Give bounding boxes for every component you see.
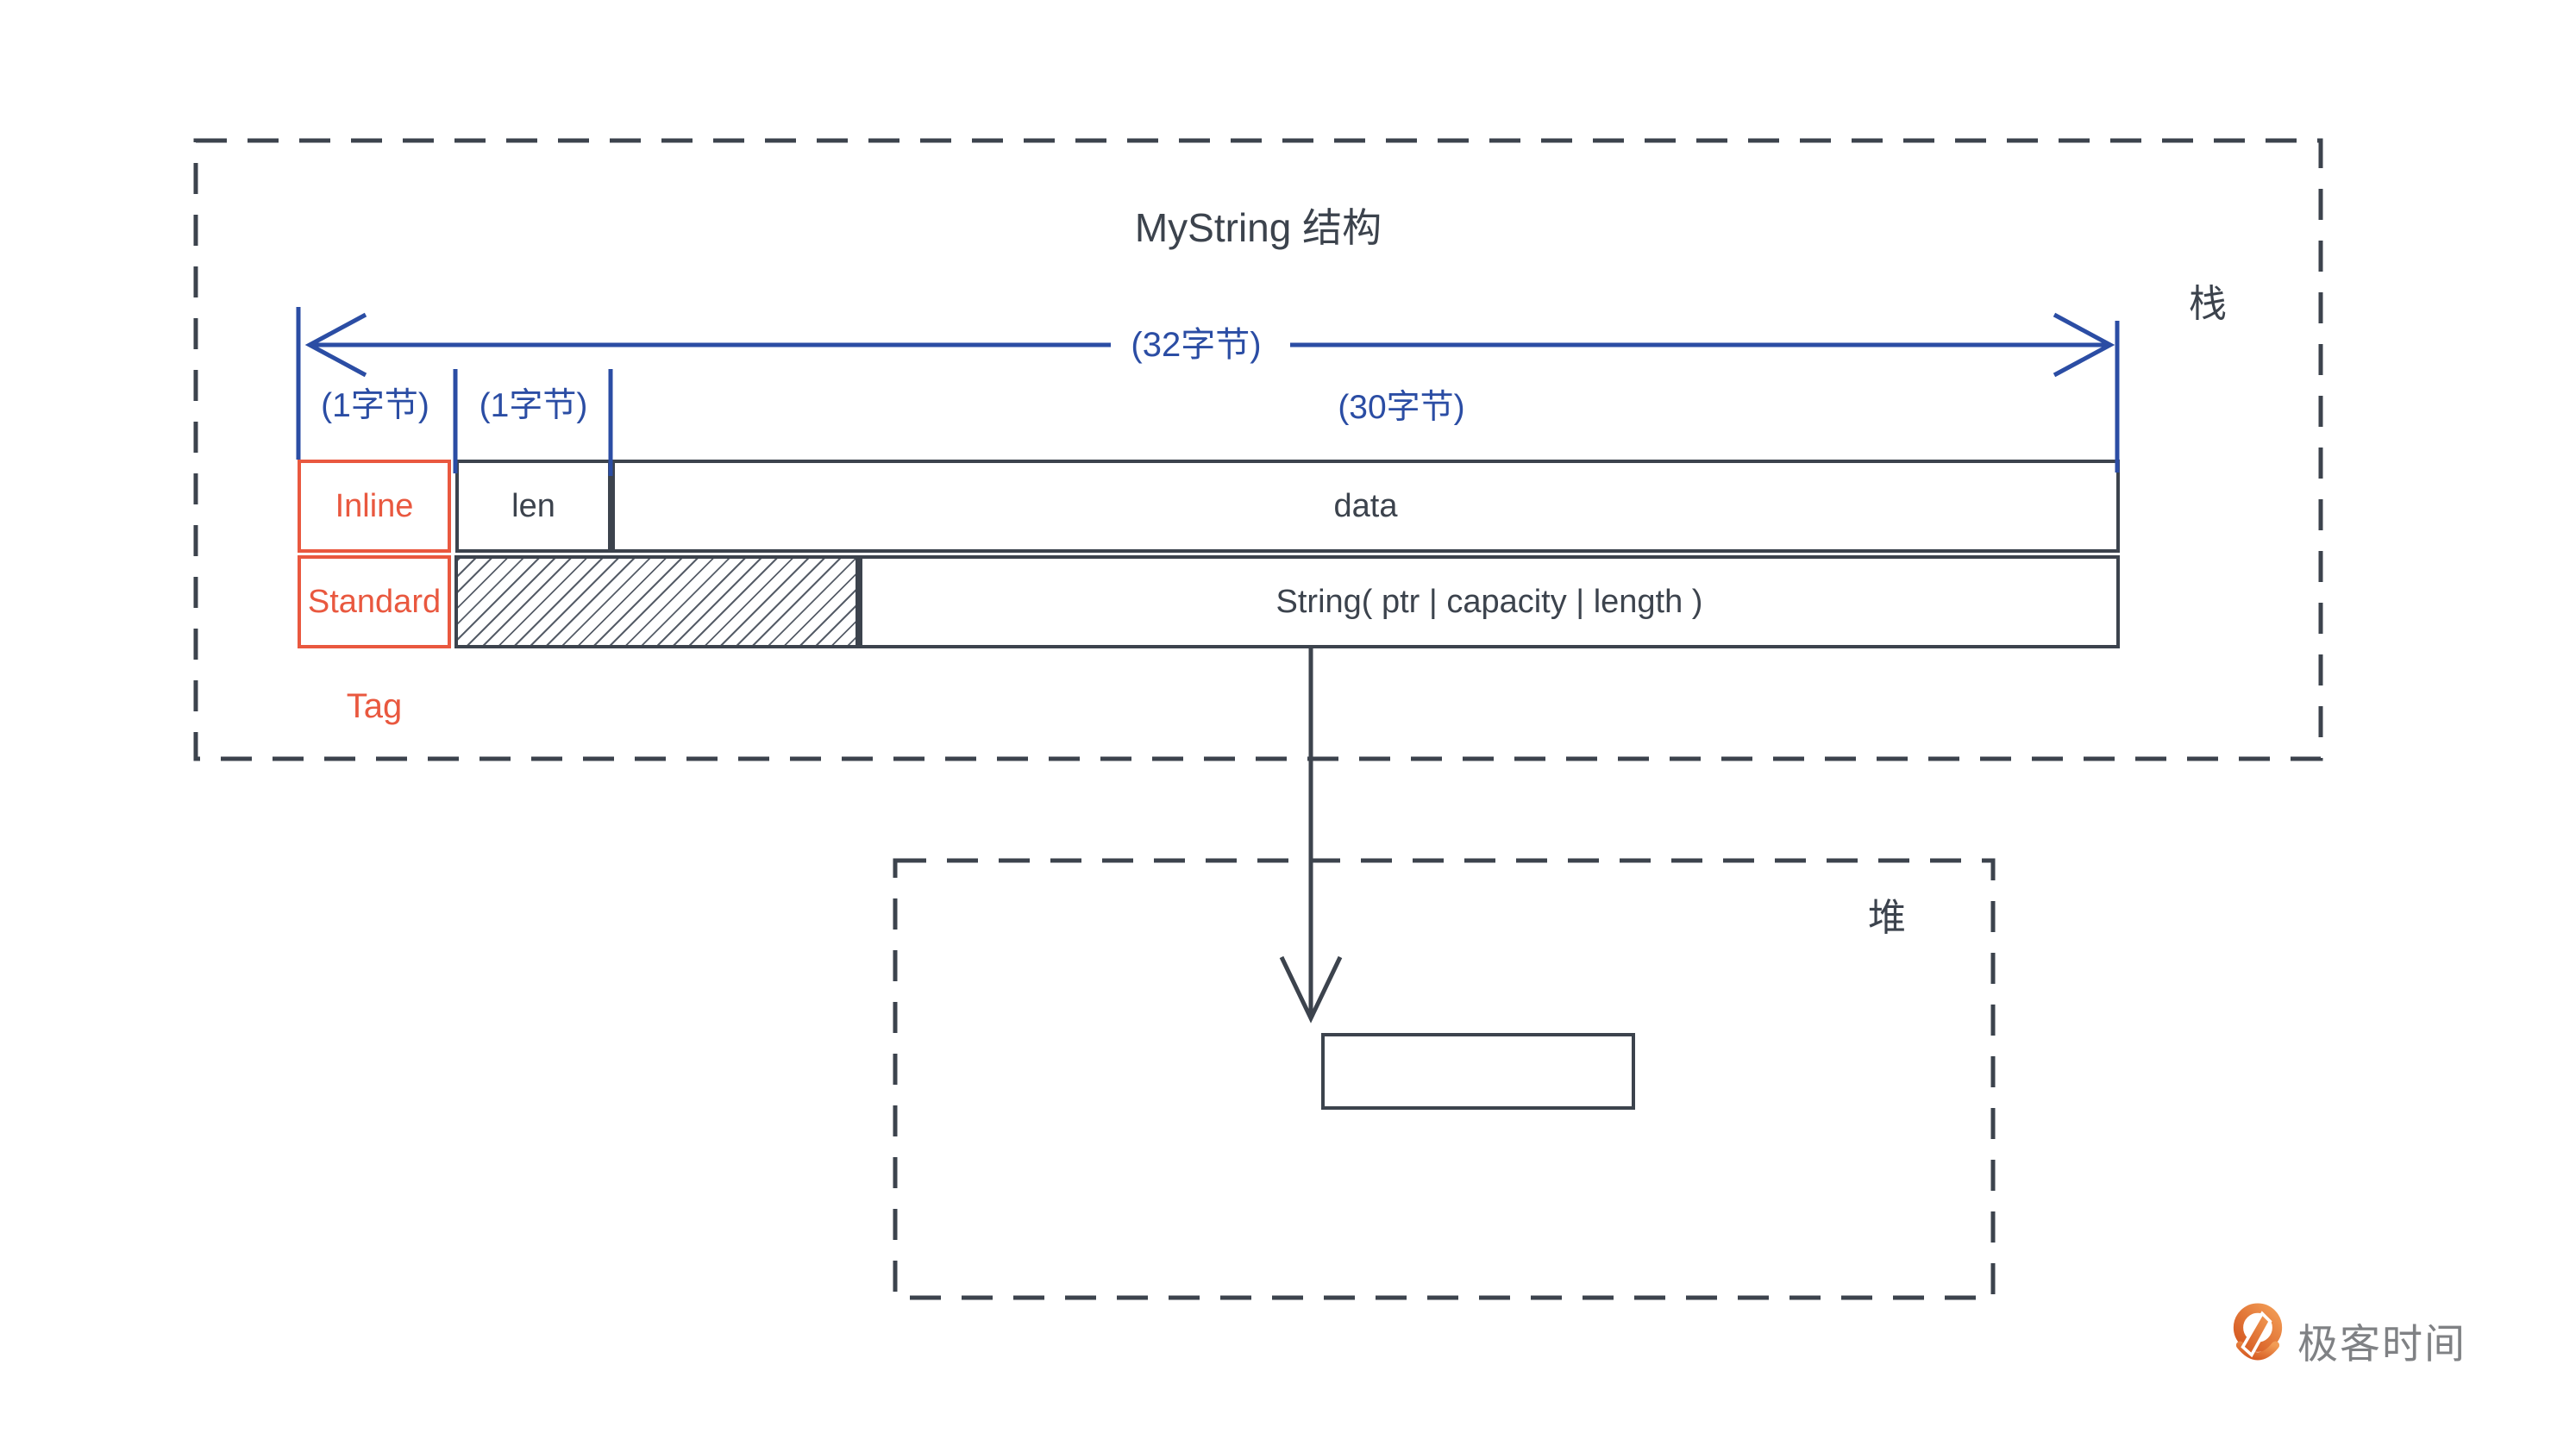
inline-data-cell: data [611,460,2120,553]
inline-tag-cell: Inline [298,460,451,553]
geektime-logo-text: 极客时间 [2297,1320,2466,1367]
arrowhead-left [304,312,367,378]
tag-column-label: Tag [346,687,403,725]
tag-byte-label: (1字节) [321,387,429,424]
standard-padding-cell [454,555,859,648]
standard-string-cell: String( ptr | capacity | length ) [859,555,2120,648]
arrowhead-down [1279,955,1343,1023]
diagram-title: MyString 结构 [1134,205,1382,250]
total-bytes-label: (32字节) [1131,326,1262,364]
len-byte-label: (1字节) [479,387,588,424]
arrowhead-right [2053,312,2115,378]
heap-region-label: 堆 [1868,897,1906,939]
standard-tag-cell: Standard [298,555,451,648]
geektime-pin-icon [2233,1303,2283,1361]
pointer-arrow [1279,648,1343,1023]
data-bytes-label: (30字节) [1338,389,1465,426]
geektime-logo: 极客时间 [2230,1302,2466,1378]
stack-region-label: 栈 [2189,283,2227,325]
inline-len-cell: len [455,460,611,553]
heap-allocation-box [1321,1033,1635,1110]
